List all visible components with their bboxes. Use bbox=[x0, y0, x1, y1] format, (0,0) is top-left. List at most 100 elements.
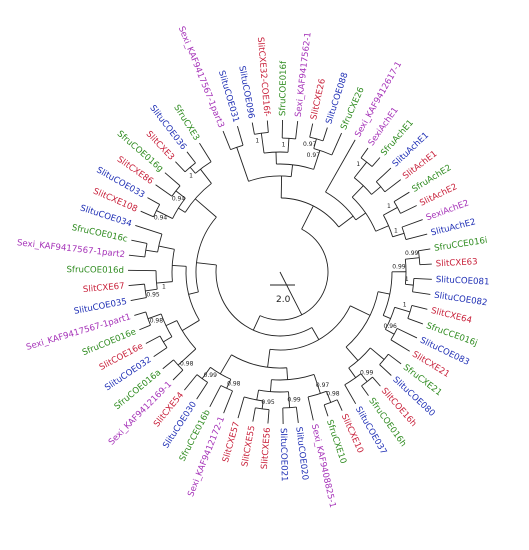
leaf-label: Sexi_KAF9417562-1 bbox=[294, 32, 314, 118]
branch-arc bbox=[307, 390, 327, 398]
branch bbox=[267, 409, 270, 424]
branch bbox=[252, 315, 261, 331]
branch bbox=[261, 400, 264, 409]
branch bbox=[156, 281, 173, 284]
branch bbox=[288, 391, 291, 408]
support-value: 1 bbox=[162, 283, 166, 290]
branch bbox=[153, 347, 168, 357]
support-value: 0.98 bbox=[180, 360, 194, 367]
support-value: 1 bbox=[255, 137, 259, 144]
branch bbox=[295, 120, 299, 139]
branch-arc bbox=[196, 374, 208, 383]
branch-arc bbox=[171, 185, 181, 197]
branch bbox=[307, 396, 314, 421]
support-value: 1 bbox=[405, 276, 409, 283]
branch bbox=[411, 304, 428, 310]
branch bbox=[345, 346, 359, 361]
support-value: 0.95 bbox=[146, 291, 160, 298]
branch bbox=[388, 353, 402, 365]
branch bbox=[405, 233, 428, 240]
branch bbox=[158, 245, 175, 250]
branch bbox=[177, 348, 197, 366]
branch bbox=[163, 336, 173, 343]
branch-arc bbox=[157, 233, 163, 253]
scale-bar-label: 2.0 bbox=[276, 295, 291, 305]
support-value: 0.97 bbox=[316, 382, 330, 389]
branch bbox=[155, 184, 173, 197]
branch bbox=[412, 291, 431, 295]
branch bbox=[175, 161, 186, 173]
branch bbox=[309, 123, 314, 138]
branch bbox=[418, 248, 431, 252]
support-value: 0.97 bbox=[303, 141, 317, 148]
leaf-labels: Sexi_KAF9417567-1part3SlituCOE031SlituCO… bbox=[16, 25, 489, 509]
branch bbox=[313, 150, 321, 170]
branch-arc bbox=[255, 407, 270, 411]
branch bbox=[175, 190, 186, 199]
support-value: 1 bbox=[189, 172, 193, 179]
leaf-label: SlitCXE67 bbox=[83, 281, 126, 295]
branch bbox=[147, 197, 160, 205]
branch bbox=[236, 147, 249, 182]
support-value: 0.99 bbox=[204, 372, 218, 379]
support-value: 0.94 bbox=[172, 196, 186, 203]
branch bbox=[401, 219, 423, 228]
branch bbox=[383, 207, 398, 216]
branch bbox=[226, 379, 232, 389]
branch-arc bbox=[282, 137, 296, 140]
branch-arc bbox=[258, 389, 289, 393]
branch bbox=[266, 120, 269, 133]
support-value: 1 bbox=[282, 142, 286, 149]
branch bbox=[147, 313, 162, 320]
branch bbox=[379, 364, 392, 376]
branch bbox=[256, 389, 259, 400]
branch bbox=[196, 382, 209, 400]
branch-arc bbox=[210, 366, 231, 380]
branch bbox=[375, 225, 389, 232]
branch-arc bbox=[313, 148, 333, 156]
leaf-label: SlitCXE63 bbox=[436, 257, 478, 269]
branch bbox=[361, 385, 369, 396]
support-value: 0.98 bbox=[326, 391, 340, 398]
branch-arc bbox=[354, 177, 372, 195]
branch bbox=[162, 359, 174, 370]
branch bbox=[353, 161, 368, 179]
leaf-label: SlituCOE035 bbox=[73, 297, 128, 317]
branch bbox=[375, 167, 392, 183]
branch-arc bbox=[348, 347, 371, 369]
branch-arc bbox=[361, 376, 373, 387]
branch-arc bbox=[145, 311, 151, 326]
support-values: 0.970.940.94110.9710.9510.980.980.990.98… bbox=[146, 137, 418, 405]
branch-arc bbox=[220, 385, 233, 392]
branch bbox=[260, 133, 265, 154]
branch-arc bbox=[404, 259, 407, 285]
branch bbox=[419, 263, 432, 266]
support-value: 0.99 bbox=[360, 369, 374, 376]
branch-arc bbox=[383, 214, 394, 237]
branch bbox=[222, 130, 231, 150]
branch bbox=[360, 147, 369, 159]
leaf-label: Sexi_KAF9417567-1part2 bbox=[16, 238, 125, 260]
branch bbox=[371, 186, 381, 195]
branch bbox=[350, 305, 371, 316]
branch bbox=[252, 407, 256, 422]
branch bbox=[201, 367, 211, 379]
branch bbox=[400, 205, 417, 214]
branch bbox=[186, 151, 196, 164]
support-value: 0.98 bbox=[150, 318, 164, 325]
branch-arc bbox=[281, 197, 340, 228]
branch bbox=[322, 127, 328, 142]
branch-arc bbox=[254, 132, 269, 135]
branch bbox=[223, 390, 233, 414]
branch-arc bbox=[375, 181, 386, 193]
branch bbox=[325, 391, 332, 403]
branch bbox=[290, 164, 294, 177]
branch bbox=[331, 132, 342, 156]
branch bbox=[295, 406, 299, 423]
branch-arc bbox=[345, 291, 379, 348]
branch bbox=[393, 191, 410, 203]
leaf-label: SlituCOE020 bbox=[293, 426, 309, 480]
branch bbox=[287, 138, 290, 153]
branch bbox=[135, 225, 163, 235]
branch bbox=[145, 335, 161, 344]
